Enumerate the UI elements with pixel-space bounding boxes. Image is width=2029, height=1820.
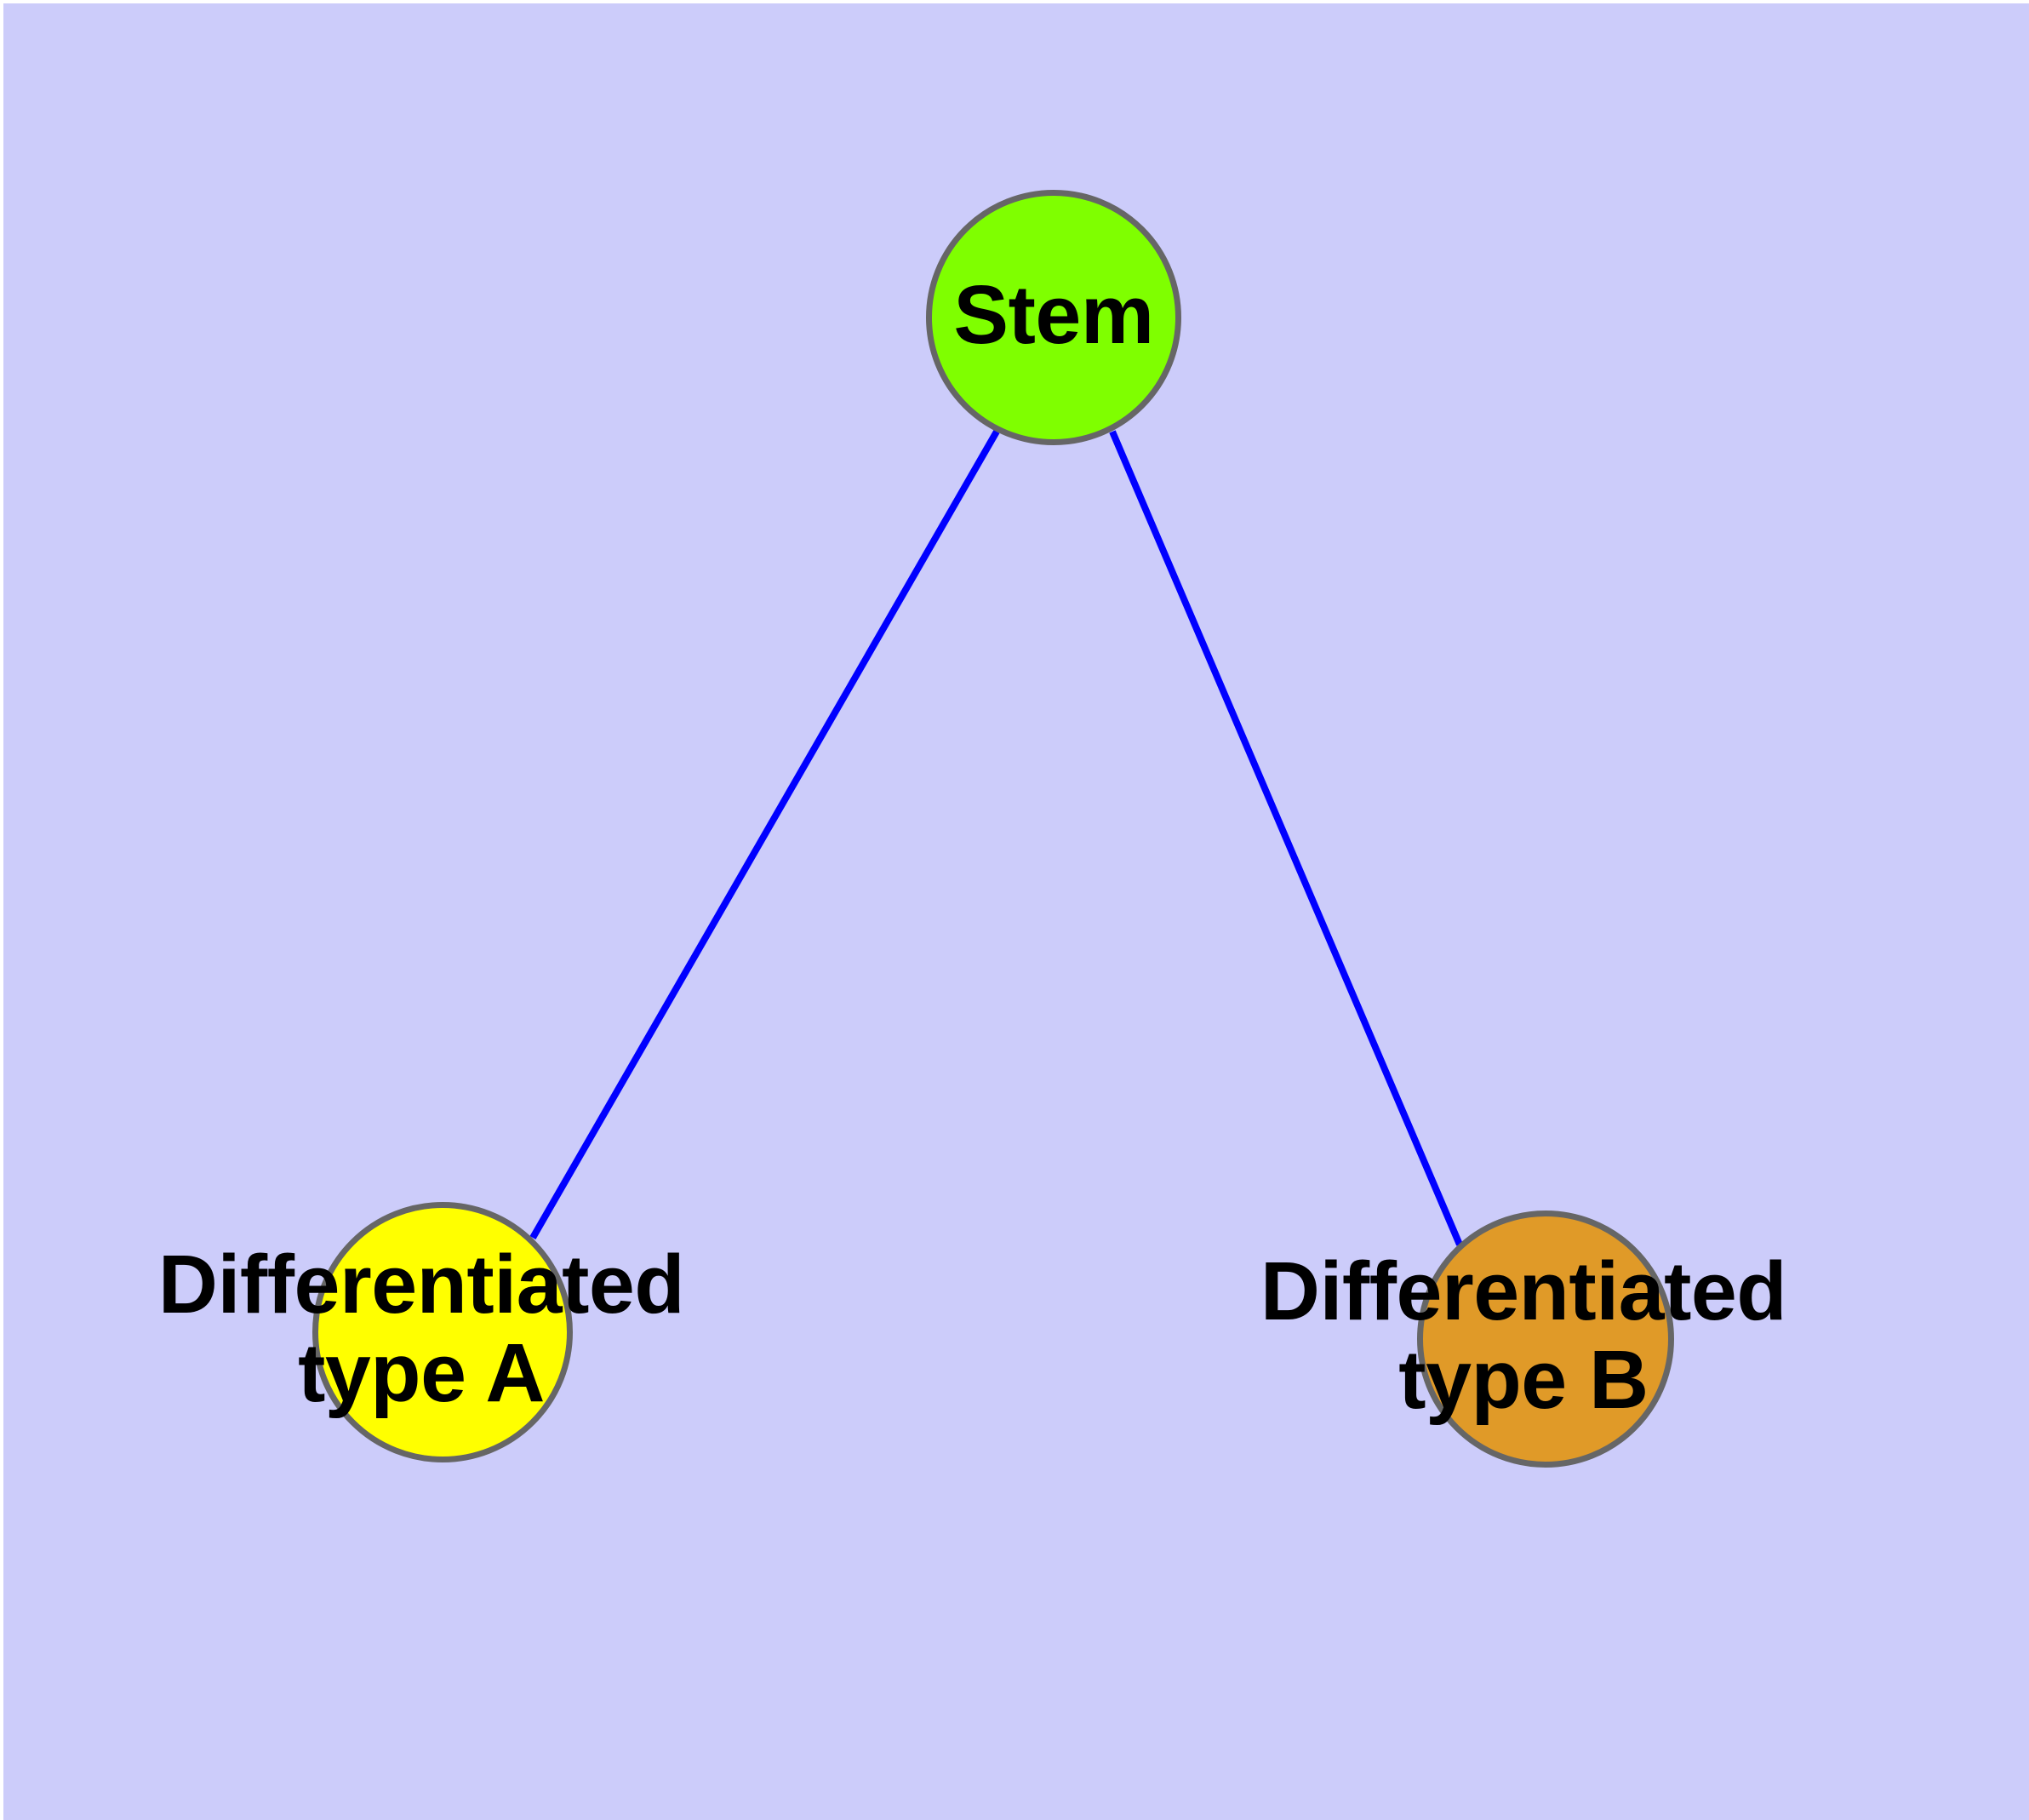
node-layer: [312, 190, 1674, 1468]
node-stem[interactable]: [926, 190, 1181, 445]
node-differentiated-type-a[interactable]: [312, 1202, 573, 1462]
edge-stem-to-differentiated-type-b[interactable]: [1109, 430, 1463, 1246]
node-differentiated-type-b[interactable]: [1417, 1210, 1674, 1468]
edge-layer: [529, 430, 1463, 1246]
edge-stem-to-differentiated-type-a[interactable]: [529, 430, 1000, 1239]
